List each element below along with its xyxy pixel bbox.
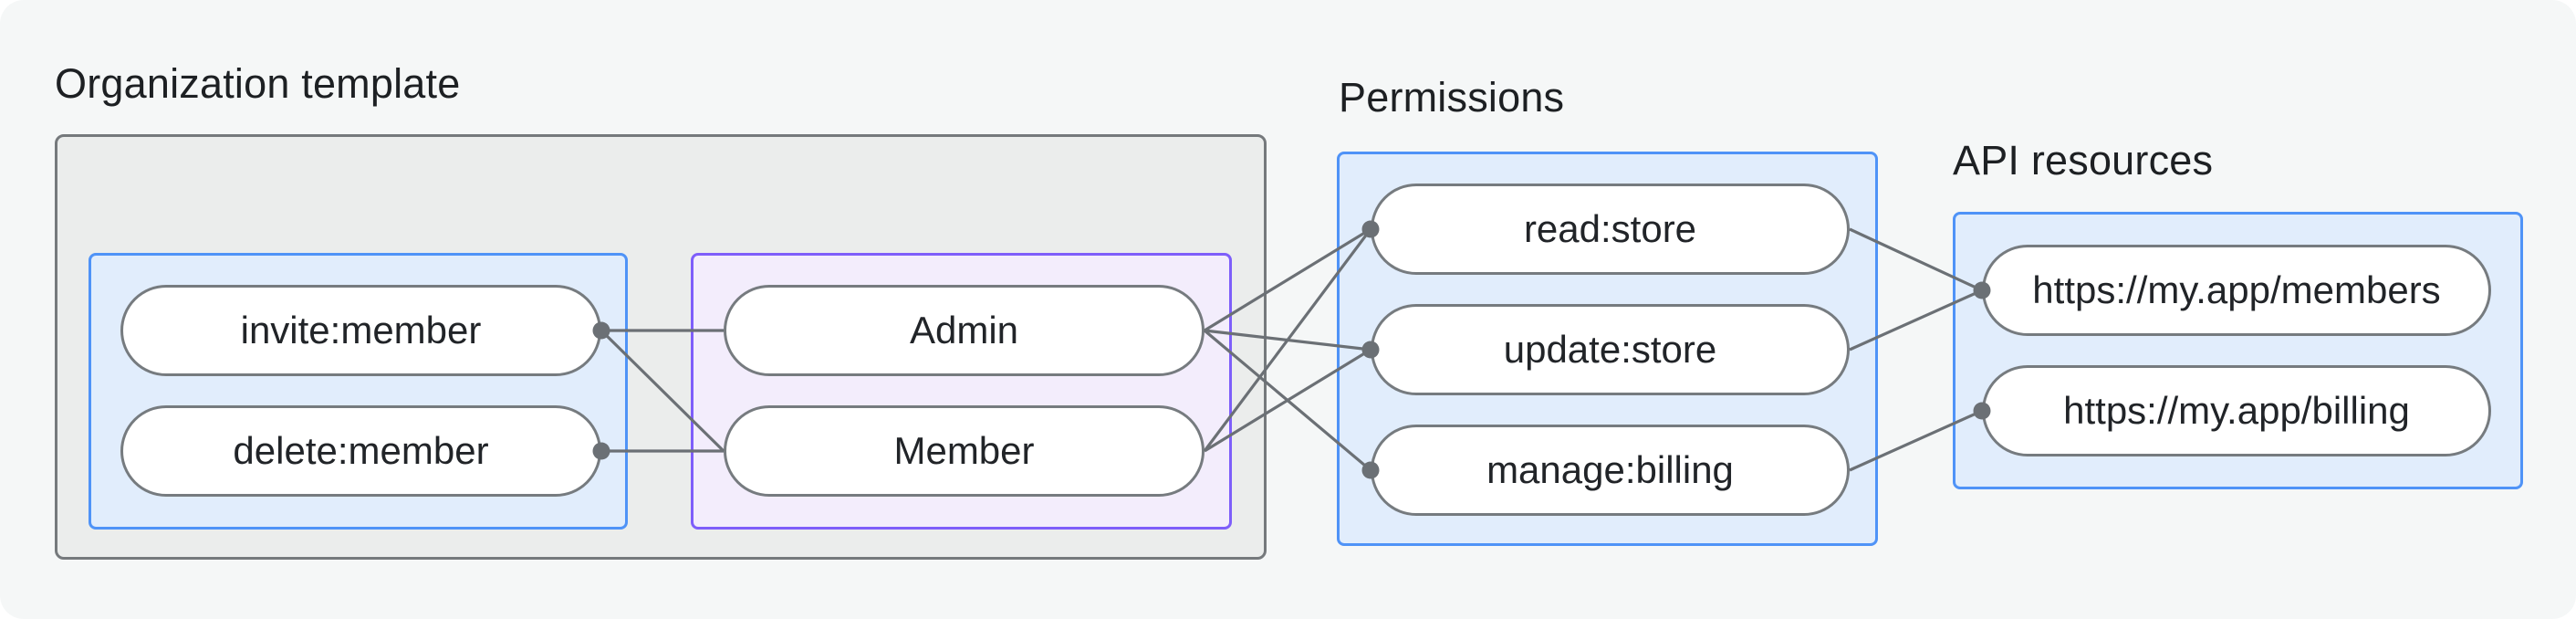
node-api-members-url: https://my.app/members <box>1982 245 2491 336</box>
permissions-label: Permissions <box>1339 74 1565 121</box>
node-admin-role: Admin <box>724 285 1205 376</box>
node-read-store: read:store <box>1371 184 1850 275</box>
node-update-store: update:store <box>1371 304 1850 395</box>
node-invite-member: invite:member <box>120 285 601 376</box>
node-api-billing-url: https://my.app/billing <box>1982 365 2491 456</box>
node-member-role: Member <box>724 405 1205 497</box>
node-manage-billing: manage:billing <box>1371 425 1850 516</box>
organization-template-label: Organization template <box>55 60 461 107</box>
api-resources-label: API resources <box>1953 137 2214 184</box>
node-delete-member: delete:member <box>120 405 601 497</box>
